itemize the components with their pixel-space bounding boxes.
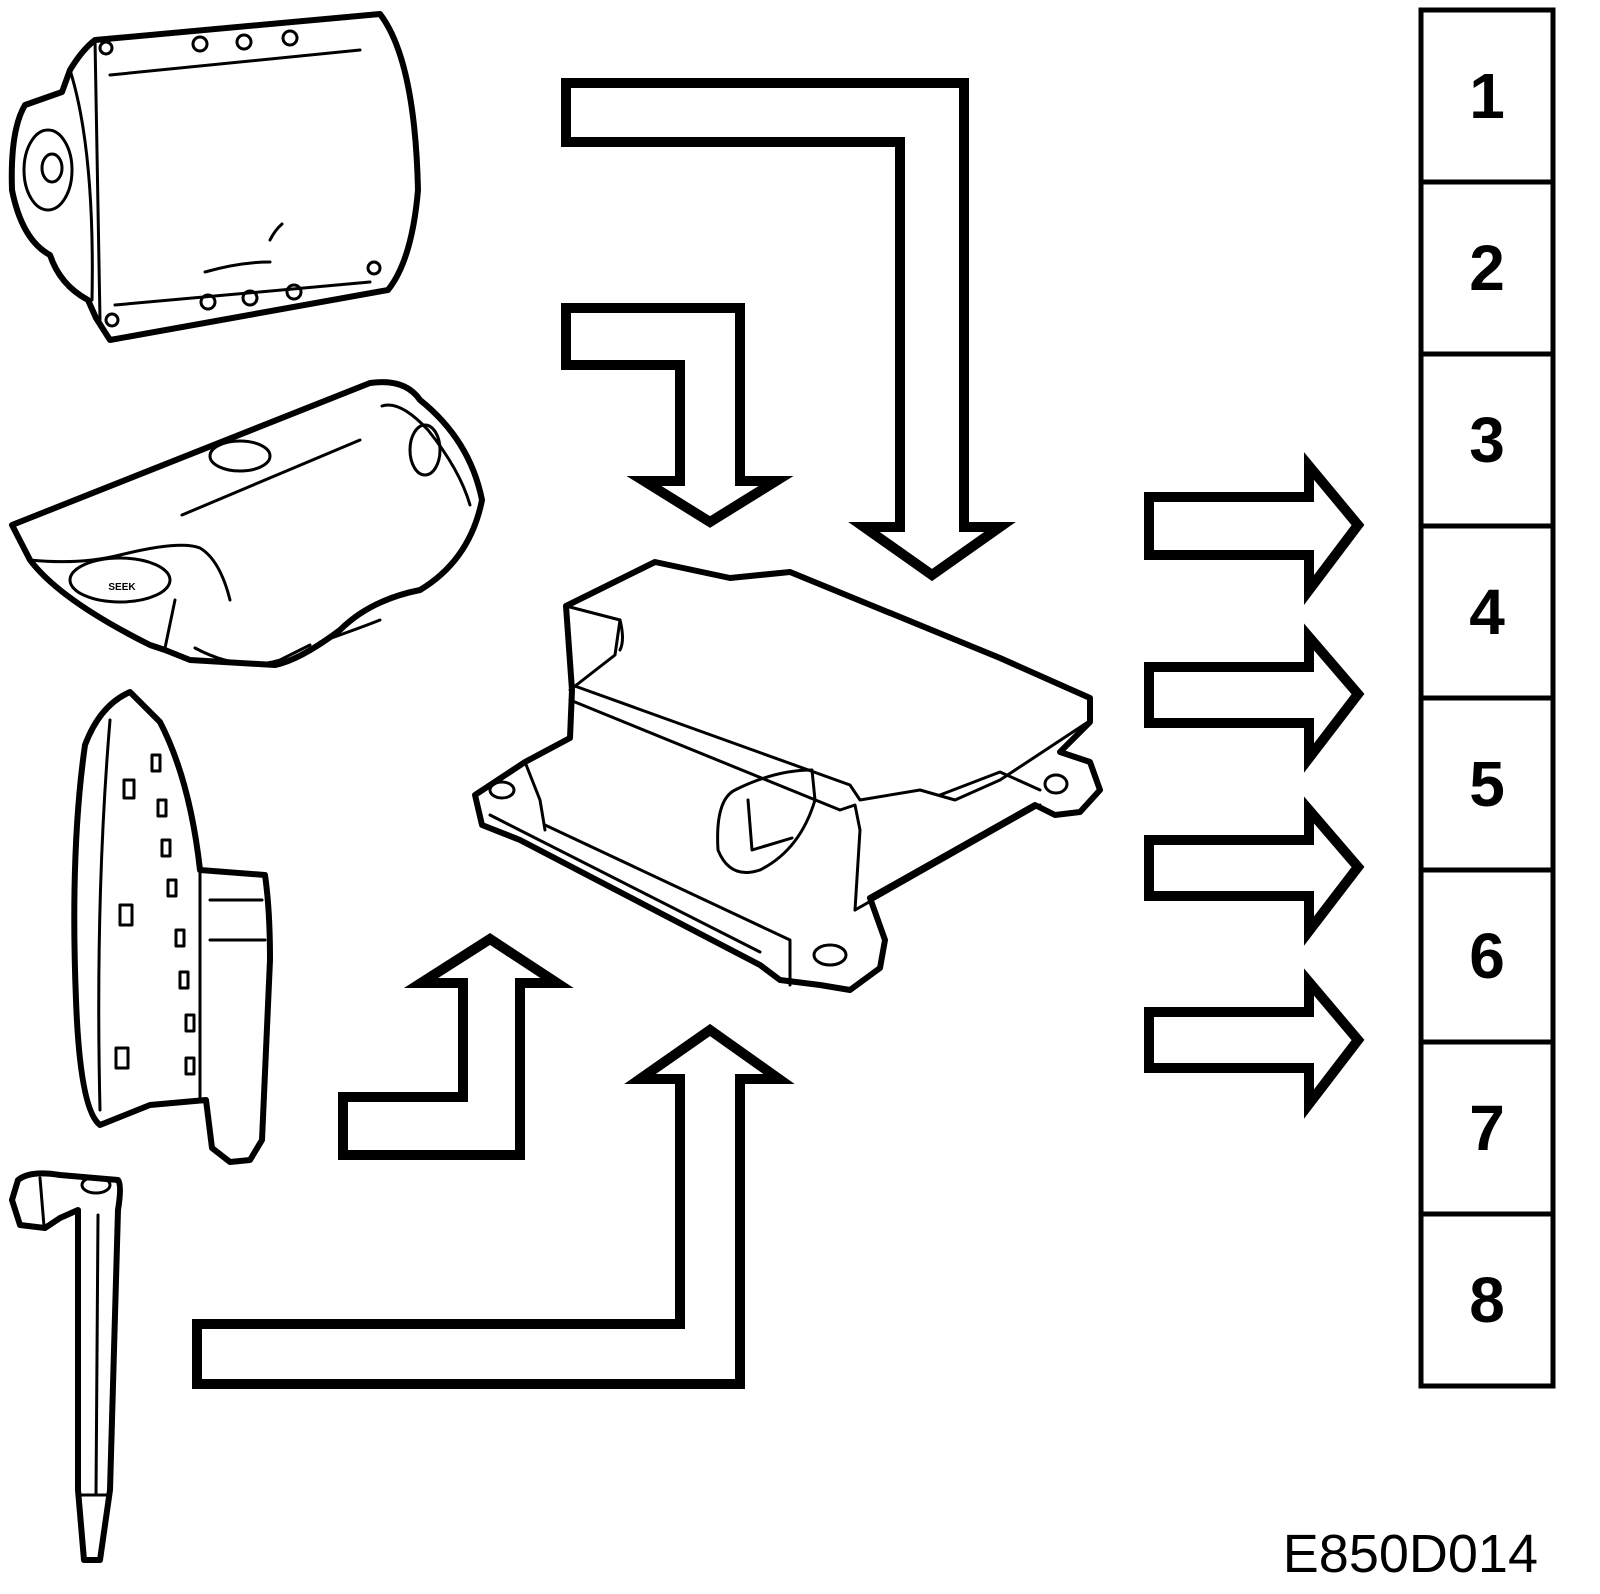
input-arrow-2 [561,303,794,528]
output-box-5 [1418,695,1556,873]
output-box-1 [1418,7,1556,185]
figure-code: E850D014 [1283,1524,1538,1584]
input-arrow-4 [192,1023,795,1389]
output-box-label-4: 4 [1469,576,1505,648]
side-airbag-icon [71,689,273,1165]
output-box-label-6: 6 [1469,920,1505,992]
input-arrow-3 [338,933,574,1160]
output-box-label-8: 8 [1469,1264,1505,1336]
output-box-label-3: 3 [1469,404,1505,476]
steering-wheel-airbag-icon: SEEK [9,379,485,668]
output-arrow-2 [1144,623,1365,773]
output-box-2 [1418,179,1556,357]
output-box-6 [1418,867,1556,1045]
output-box-label-1: 1 [1469,60,1505,132]
output-box-list: 1 2 3 4 5 6 7 8 [1418,7,1556,1389]
output-box-label-2: 2 [1469,232,1505,304]
output-box-8 [1418,1211,1556,1389]
passenger-airbag-icon [8,11,421,343]
output-box-label-5: 5 [1469,748,1505,820]
output-box-label-7: 7 [1469,1092,1505,1164]
seatbelt-pretensioner-icon [9,1170,123,1563]
output-box-7 [1418,1039,1556,1217]
airbag-control-unit-icon [472,559,1103,993]
input-arrow-1 [561,78,1016,582]
output-arrow-3 [1144,796,1365,946]
output-arrow-1 [1144,452,1365,605]
seek-label: SEEK [108,582,136,593]
output-box-3 [1418,351,1556,529]
output-arrow-4 [1144,968,1365,1119]
